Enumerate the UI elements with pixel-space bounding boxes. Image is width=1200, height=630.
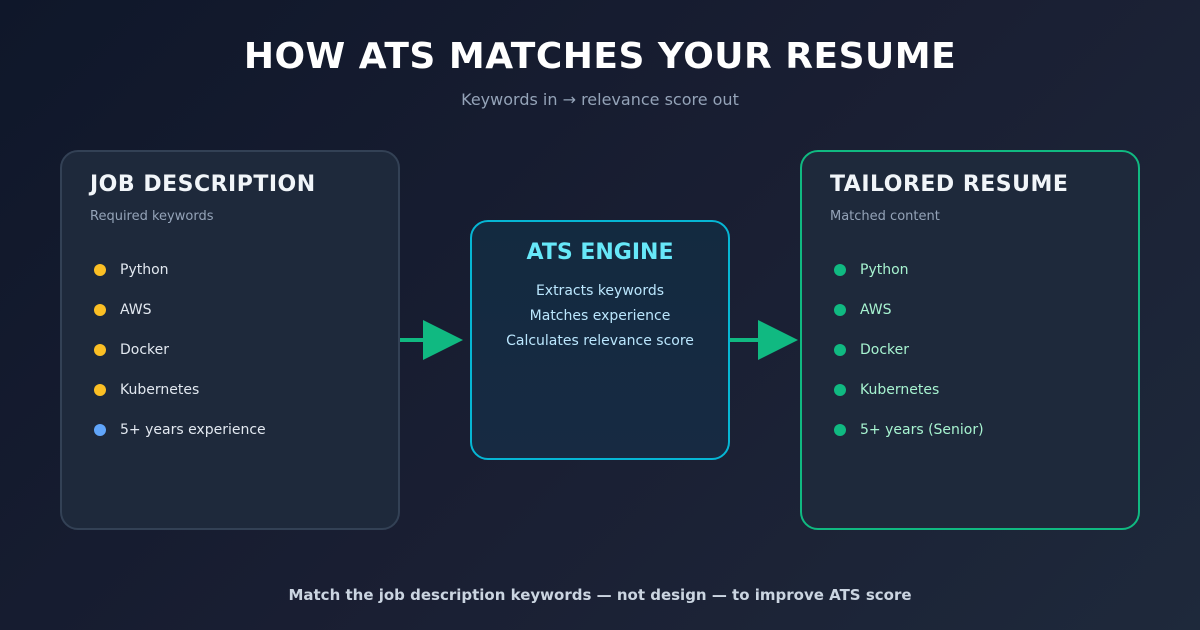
ats-step: Extracts keywords: [535, 283, 665, 299]
keyword-item: 5+ years (Senior): [834, 410, 984, 450]
footer-note: Match the job description keywords — not…: [288, 586, 912, 604]
keyword-item: Kubernetes: [834, 370, 984, 410]
keyword-label: AWS: [120, 302, 152, 318]
keyword-label: Python: [120, 262, 169, 278]
page-title: HOW ATS MATCHES YOUR RESUME: [243, 36, 957, 77]
card-subtitle: Required keywords: [90, 209, 214, 224]
ats-step: Matches experience: [529, 308, 671, 324]
bullet-dot-icon: [94, 344, 106, 356]
arrow-right-icon: [400, 320, 463, 360]
keyword-item: 5+ years experience: [94, 410, 266, 450]
bullet-dot-icon: [94, 264, 106, 276]
bullet-dot-icon: [834, 304, 846, 316]
arrow-right-icon: [730, 320, 798, 360]
card-title: TAILORED RESUME: [830, 172, 1069, 197]
keyword-label: Docker: [120, 342, 170, 358]
bullet-dot-icon: [94, 304, 106, 316]
keyword-item: Kubernetes: [94, 370, 266, 410]
keyword-item: Python: [94, 250, 266, 290]
ats-step: Calculates relevance score: [506, 333, 694, 349]
keyword-label: Kubernetes: [120, 382, 200, 398]
keyword-item: AWS: [834, 290, 984, 330]
keyword-label: AWS: [860, 302, 892, 318]
bullet-dot-icon: [94, 424, 106, 436]
card-title: ATS ENGINE: [526, 240, 674, 265]
card-title: JOB DESCRIPTION: [90, 172, 316, 197]
bullet-dot-icon: [834, 264, 846, 276]
bullet-dot-icon: [834, 424, 846, 436]
job-description-card: JOB DESCRIPTION Required keywords Python…: [60, 150, 400, 530]
keyword-label: 5+ years (Senior): [860, 422, 984, 438]
keyword-item: Docker: [94, 330, 266, 370]
keyword-item: Python: [834, 250, 984, 290]
bullet-dot-icon: [834, 384, 846, 396]
page-subtitle: Keywords in → relevance score out: [461, 90, 739, 109]
ats-engine-card: ATS ENGINE Extracts keywords Matches exp…: [470, 220, 730, 460]
keyword-label: 5+ years experience: [120, 422, 266, 438]
keyword-item: AWS: [94, 290, 266, 330]
keyword-item: Docker: [834, 330, 984, 370]
keyword-label: Kubernetes: [860, 382, 940, 398]
bullet-dot-icon: [834, 344, 846, 356]
card-subtitle: Matched content: [830, 209, 940, 224]
keyword-label: Docker: [860, 342, 910, 358]
keyword-label: Python: [860, 262, 909, 278]
bullet-dot-icon: [94, 384, 106, 396]
